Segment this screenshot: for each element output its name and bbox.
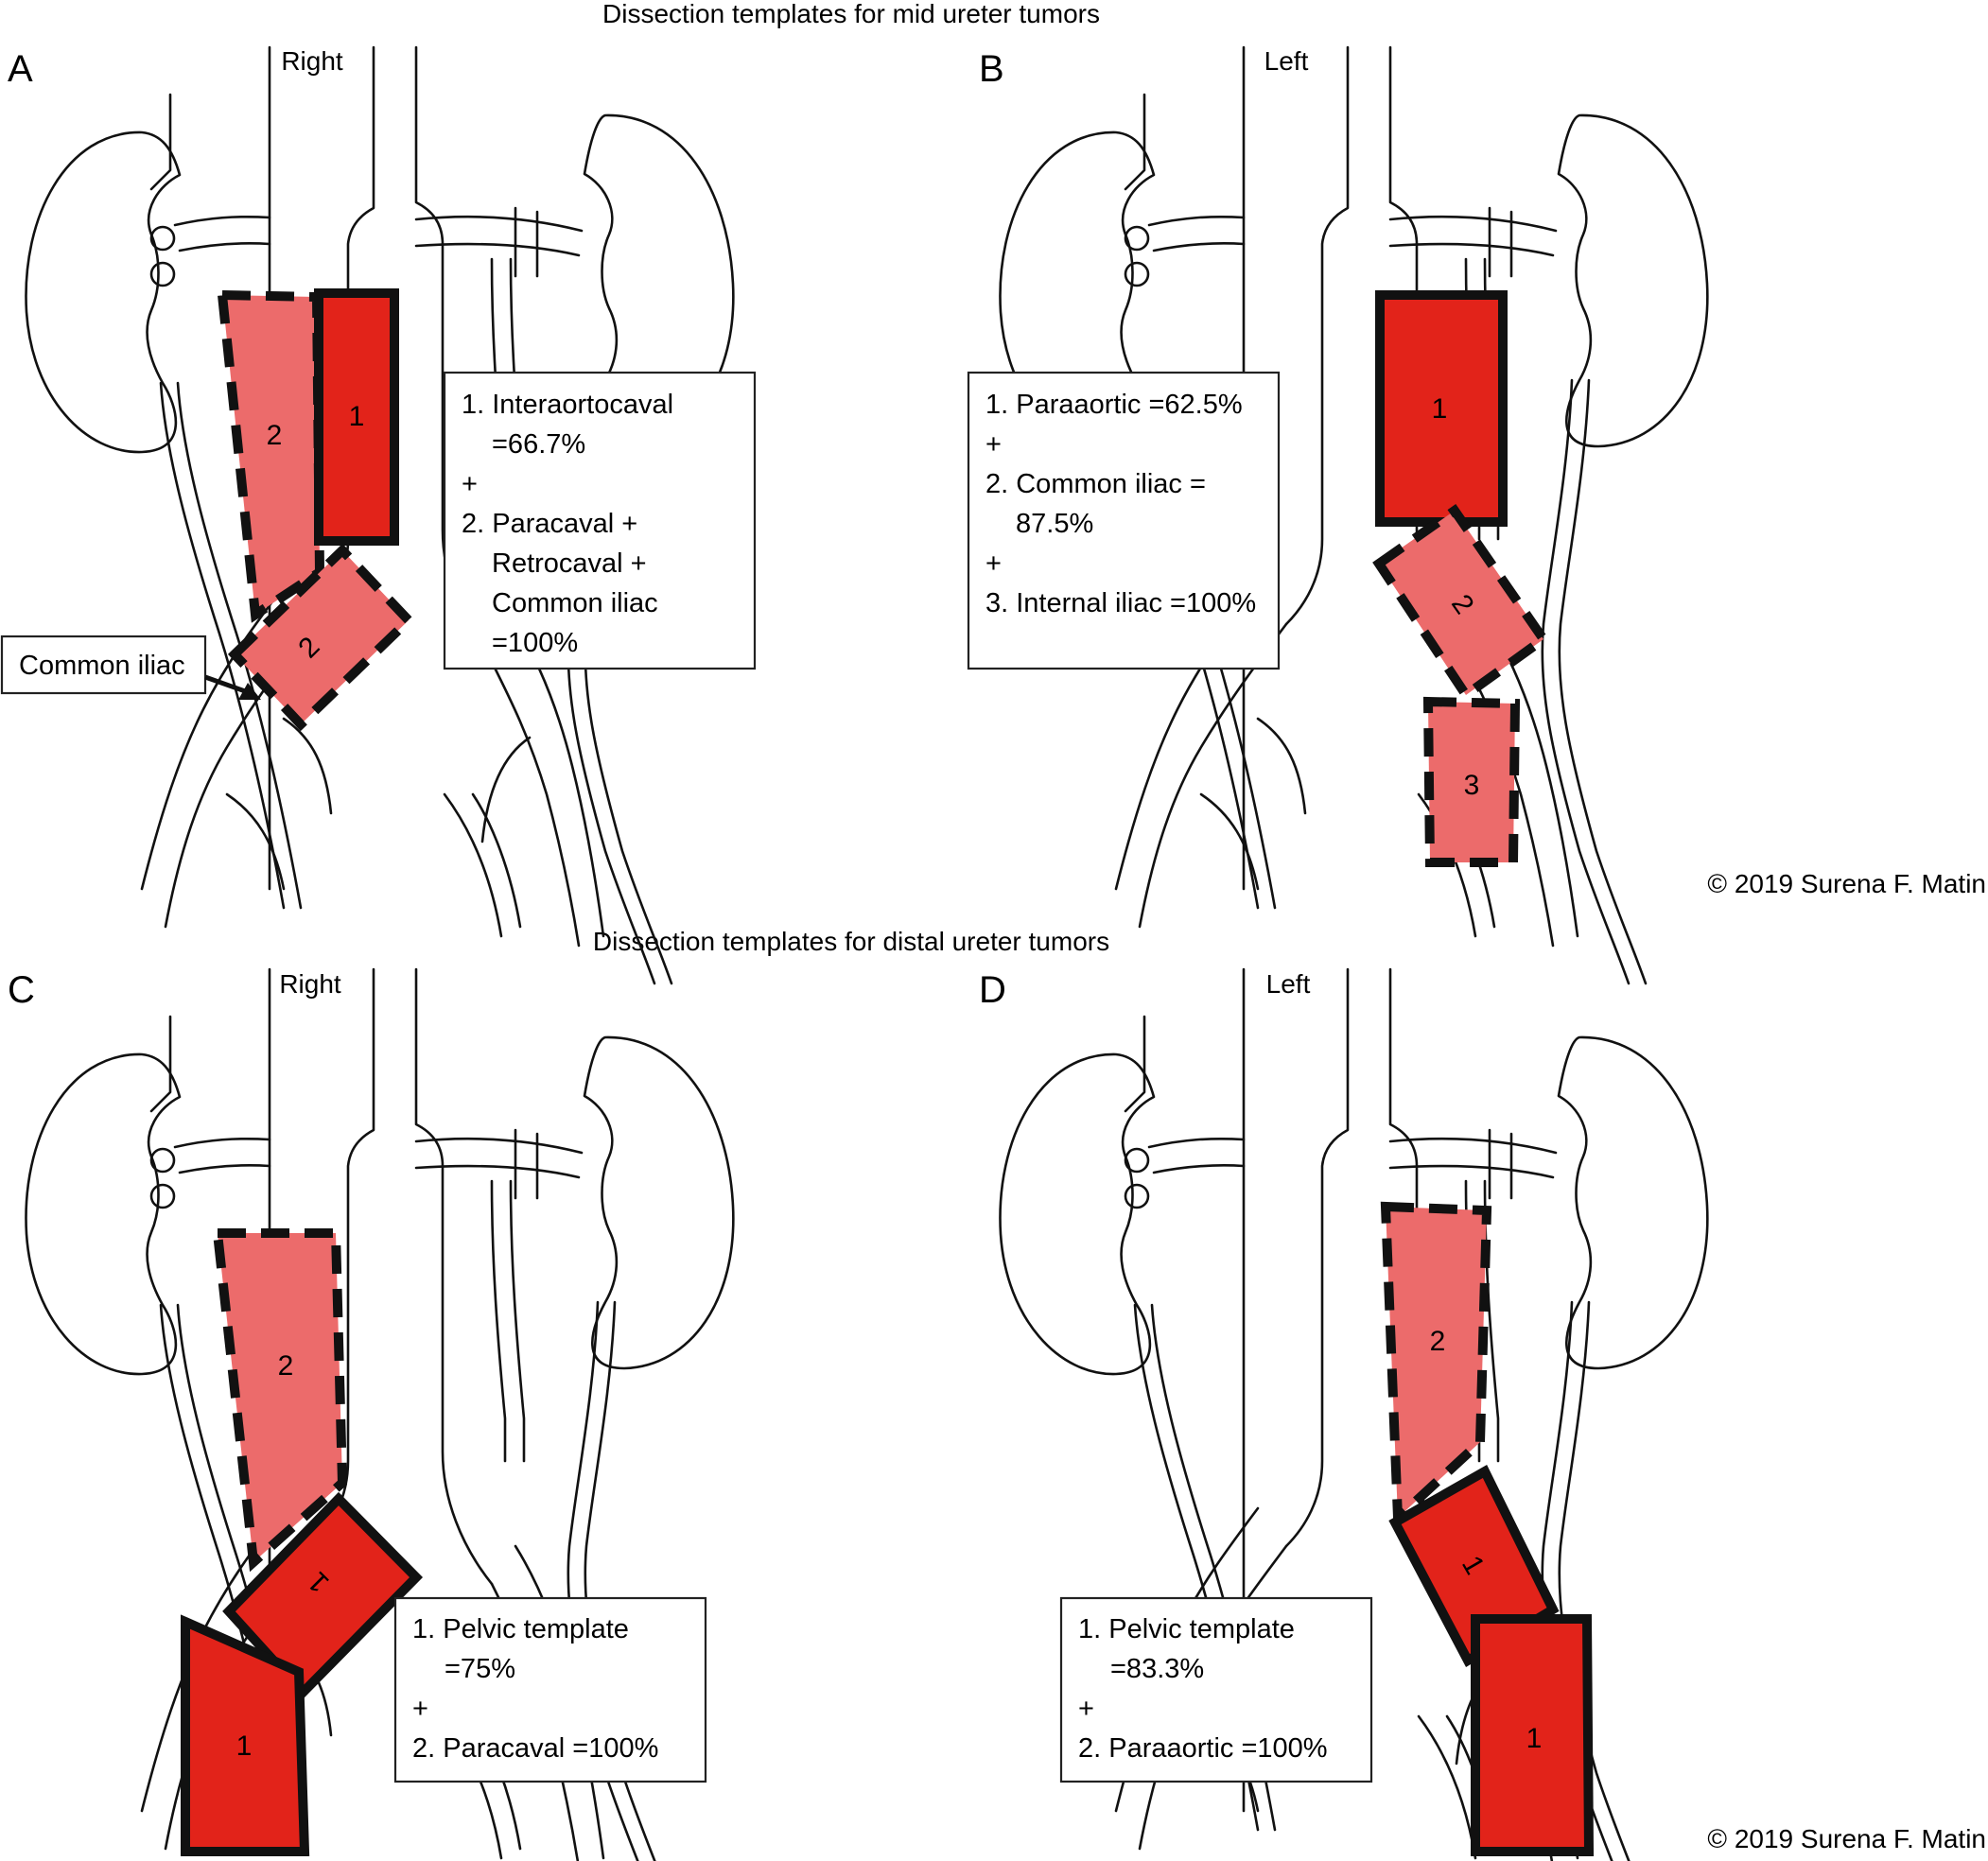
legend-line: 1. Paraaortic =62.5% [985, 390, 1243, 420]
zone-2-common-iliac [227, 543, 416, 732]
panel-letter: C [8, 969, 35, 1011]
legend-line: Retrocaval + [492, 548, 647, 579]
zone-1-pelvic-lower [1471, 1614, 1595, 1856]
zone-2-paraaortic [1380, 1201, 1492, 1528]
legend-line: 1. Pelvic template [1078, 1614, 1295, 1644]
legend-box [393, 1596, 707, 1783]
section-title-mid: Dissection templates for mid ureter tumo… [602, 0, 1100, 28]
zone-2-common-iliac [1372, 504, 1550, 703]
copyright: © 2019 Surena F. Matin [1707, 1824, 1986, 1853]
legend-line: + [462, 469, 478, 499]
panel-letter: A [8, 48, 33, 90]
legend-box [1059, 1596, 1373, 1783]
legend-line: 2. Common iliac = [985, 469, 1206, 499]
legend-line: =75% [445, 1654, 515, 1684]
zone-label: 2 [278, 1350, 294, 1382]
copyright: © 2019 Surena F. Matin [1707, 869, 1986, 898]
legend-line: =100% [492, 628, 578, 658]
legend-line: 1. Interaortocaval [462, 390, 673, 420]
side-label: Left [1266, 969, 1311, 999]
legend-line: + [412, 1694, 428, 1724]
legend-line: =66.7% [492, 429, 585, 460]
panel-letter: B [979, 48, 1004, 90]
callout-box [0, 635, 207, 695]
legend-line: 2. Paraaortic =100% [1078, 1733, 1328, 1764]
zone-2-paracaval [217, 289, 325, 623]
legend-line: 3. Internal iliac =100% [985, 588, 1256, 618]
side-label: Left [1264, 46, 1309, 76]
panel-d: D Left 2 1 1 1. Pelvic template =83.3% +… [979, 967, 1986, 1861]
callout-arrowhead [238, 683, 261, 700]
zone-label: 2 [267, 420, 283, 451]
legend-box [443, 371, 757, 670]
legend-line: + [1078, 1694, 1094, 1724]
zone-label: 1 [1432, 393, 1448, 425]
panel-a: A Right 1 2 2 1. Interaortocaval =66.7% … [0, 45, 757, 985]
legend-line: 2. Paracaval + [462, 509, 637, 539]
zone-3-internal-iliac [1422, 696, 1521, 867]
panel-letter: D [979, 969, 1006, 1011]
section-title-distal: Dissection templates for distal ureter t… [593, 927, 1109, 956]
zone-1-pelvic-lower [181, 1614, 310, 1856]
zone-1-pelvic-upper [1388, 1465, 1560, 1668]
legend-line: 2. Paracaval =100% [412, 1733, 658, 1764]
panel-b: B Left 1 2 3 1. Paraaortic =62.5% + 2. C… [967, 45, 1986, 985]
side-label: Right [279, 969, 341, 999]
callout-arrow [204, 674, 249, 695]
zone-label: 2 [1430, 1326, 1446, 1357]
callout-label: Common iliac [19, 651, 185, 681]
zone-1-paraaortic [1375, 290, 1508, 527]
zone-2-paracaval [212, 1228, 348, 1573]
legend-line: 87.5% [1016, 509, 1093, 539]
zone-1-interaortocaval [314, 288, 399, 546]
panel-c: C Right 2 1 1 1. Pelvic template =75% + … [8, 967, 735, 1861]
zone-label: 1 [349, 401, 365, 432]
legend-box [967, 371, 1281, 670]
legend-line: 1. Pelvic template [412, 1614, 629, 1644]
legend-line: =83.3% [1110, 1654, 1204, 1684]
zone-label: 3 [1464, 770, 1480, 801]
legend-line: + [985, 548, 1002, 579]
legend-line: + [985, 429, 1002, 460]
zone-label: 1 [236, 1731, 253, 1762]
zone-label: 1 [1526, 1723, 1543, 1754]
legend-line: Common iliac [492, 588, 658, 618]
side-label: Right [281, 46, 343, 76]
